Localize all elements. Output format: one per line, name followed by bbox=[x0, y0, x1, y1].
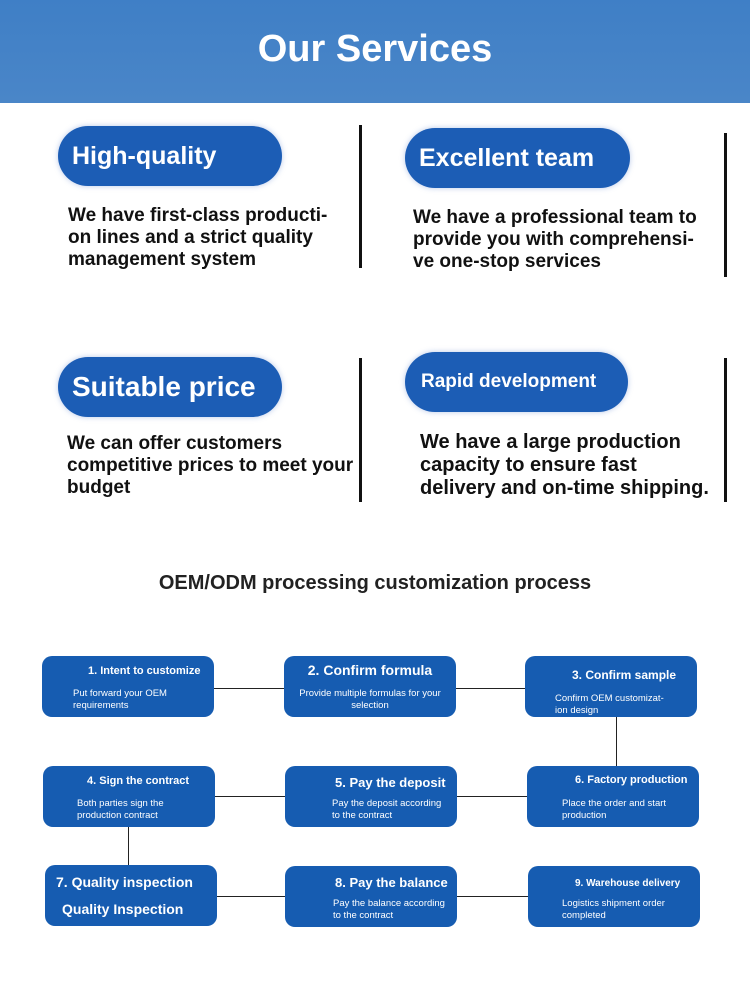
step-text: Quality Inspection bbox=[62, 901, 184, 917]
divider bbox=[359, 358, 362, 502]
step-title: 6. Factory production bbox=[575, 774, 688, 786]
service-pill-suitable-price: Suitable price bbox=[58, 357, 282, 417]
connector bbox=[456, 896, 528, 897]
service-desc: We have a large production capacity to e… bbox=[420, 431, 709, 499]
step-text: Logistics shipment order completed bbox=[562, 898, 665, 921]
service-pill-high-quality: High-quality bbox=[58, 126, 282, 186]
step-text: Provide multiple formulas for your selec… bbox=[299, 688, 441, 711]
step-title: 1. Intent to customize bbox=[88, 665, 201, 677]
connector bbox=[456, 796, 527, 797]
page-title: Our Services bbox=[257, 28, 493, 70]
step-title: 7. Quality inspection bbox=[56, 874, 193, 890]
divider bbox=[724, 133, 727, 277]
service-pill-rapid-development: Rapid development bbox=[405, 352, 628, 412]
step-text: Pay the balance according to the contrac… bbox=[333, 898, 445, 921]
step-text: Put forward your OEM requirements bbox=[73, 688, 167, 711]
step-text: Place the order and start production bbox=[562, 798, 667, 821]
step-title: 9. Warehouse delivery bbox=[575, 878, 681, 889]
connector bbox=[128, 827, 129, 865]
service-desc: We have a professional team to provide y… bbox=[413, 207, 697, 272]
step-text: Both parties sign the production contrac… bbox=[77, 798, 164, 821]
divider bbox=[724, 358, 727, 502]
connector bbox=[616, 717, 617, 766]
step-title: 3. Confirm sample bbox=[572, 668, 677, 682]
process-title: OEM/ODM processing customization process bbox=[158, 572, 592, 594]
connector bbox=[213, 688, 284, 689]
connector bbox=[216, 896, 285, 897]
connector bbox=[456, 688, 525, 689]
step-title: 8. Pay the balance bbox=[335, 875, 448, 890]
divider bbox=[359, 125, 362, 268]
service-desc: We have first-class producti- on lines a… bbox=[68, 205, 328, 270]
step-text: Confirm OEM customizat- ion design bbox=[555, 693, 664, 716]
step-title: 2. Confirm formula bbox=[307, 662, 433, 678]
step-text: Pay the deposit according to the contrac… bbox=[332, 798, 442, 821]
header-banner: Our Services bbox=[0, 0, 750, 103]
step-title: 4. Sign the contract bbox=[87, 775, 190, 787]
service-pill-excellent-team: Excellent team bbox=[405, 128, 630, 188]
step-title: 5. Pay the deposit bbox=[335, 775, 446, 790]
service-desc: We can offer customers competitive price… bbox=[67, 433, 354, 498]
connector bbox=[214, 796, 285, 797]
